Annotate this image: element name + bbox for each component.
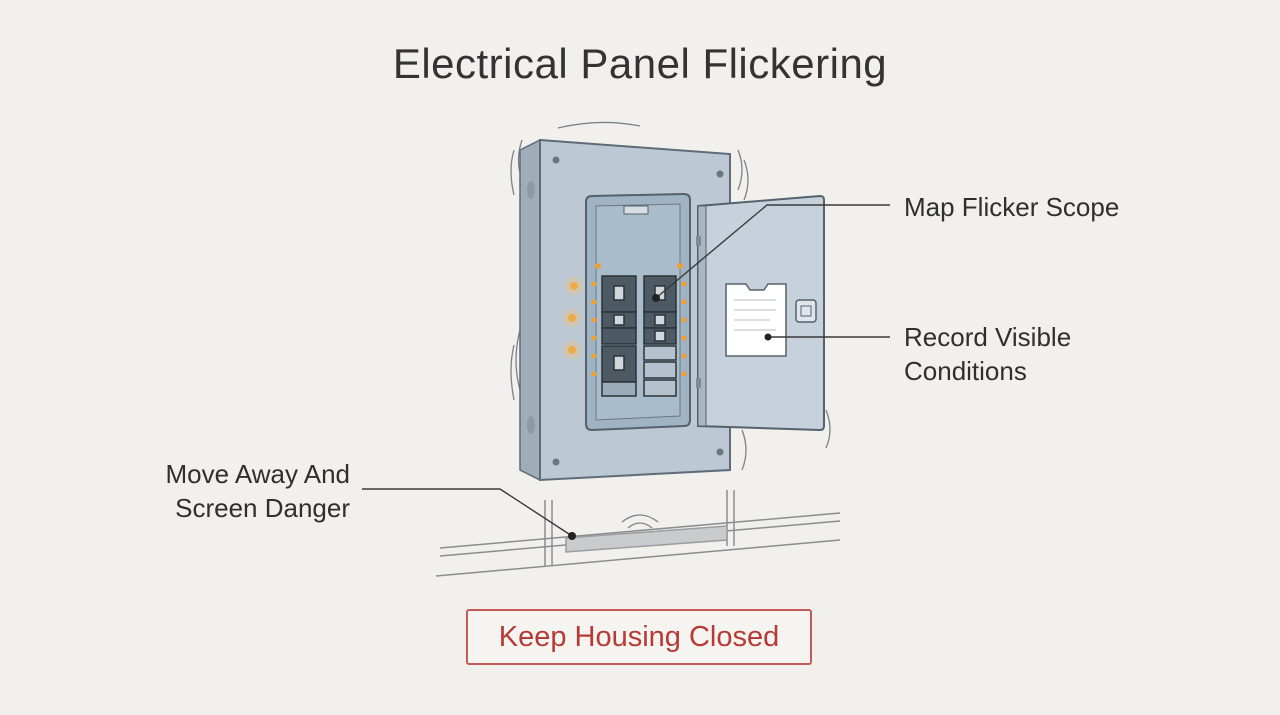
callout-move-line1: Move Away And — [165, 459, 350, 489]
breaker-array — [601, 275, 677, 397]
callout-map-flicker-scope: Map Flicker Scope — [904, 192, 1120, 222]
wall-baseboard — [435, 490, 841, 577]
panel-door — [696, 194, 825, 432]
callout-record-visible-conditions: Record Visible Conditions — [904, 320, 1071, 388]
leader-lines — [362, 204, 890, 537]
callout-move-line2: Screen Danger — [175, 493, 350, 523]
callout-record-line2: Conditions — [904, 356, 1027, 386]
callout-move-away: Move Away And Screen Danger — [165, 457, 350, 525]
keep-housing-closed-badge: Keep Housing Closed — [466, 609, 812, 665]
page-title: Electrical Panel Flickering — [392, 40, 888, 87]
leader-dots — [568, 294, 772, 540]
callout-record-line1: Record Visible — [904, 322, 1072, 352]
vibration-marks — [510, 121, 831, 529]
